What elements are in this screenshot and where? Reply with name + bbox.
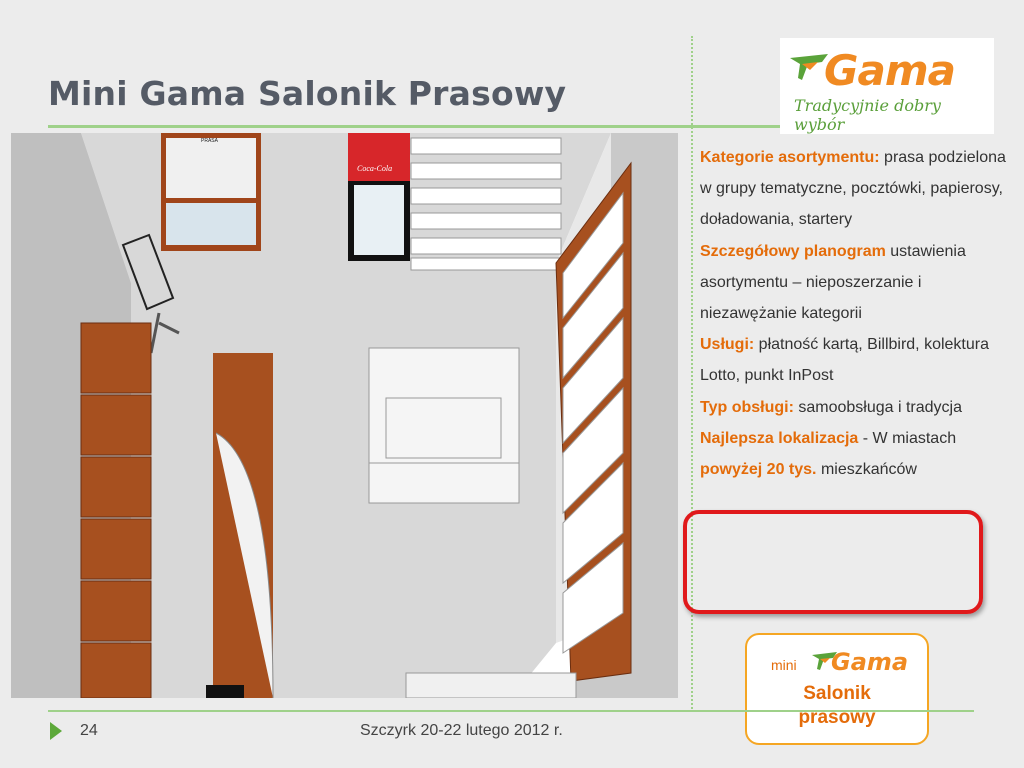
para-service-type: Typ obsługi: samoobsługa i tradycja <box>700 392 1020 423</box>
text-service-type: samoobsługa i tradycja <box>793 398 963 416</box>
para-categories: Kategorie asortymentu: prasa podzielona … <box>700 142 1020 236</box>
mini-gama-badge: mini Gama Salonik prasowy <box>745 633 929 745</box>
description-text: Kategorie asortymentu: prasa podzielona … <box>700 142 1020 485</box>
label-services: Usługi: <box>700 336 755 354</box>
para-location: Najlepsza lokalizacja - W miastach powyż… <box>700 423 1020 485</box>
vertical-divider <box>691 36 693 712</box>
text-location-2: mieszkańców <box>816 461 917 479</box>
slide-title: Mini Gama Salonik Prasowy <box>48 74 567 113</box>
gama-check-icon <box>812 652 837 670</box>
badge-line-1: Salonik <box>803 683 871 704</box>
store-planogram-image: PRASA Coca-Cola <box>11 133 678 699</box>
gama-logo: Gama Tradycyjnie dobry wybór <box>780 38 994 134</box>
page-number: 24 <box>80 722 98 739</box>
play-arrow-icon <box>50 722 62 740</box>
text-services: płatność kartą, Billbird, kolektura Lott… <box>700 336 989 385</box>
label-location: Najlepsza lokalizacja <box>700 429 859 447</box>
logo-wordmark: Gama <box>824 46 956 95</box>
text-location-1: - W miastach <box>858 429 957 447</box>
label-service-type: Typ obsługi: <box>700 398 794 416</box>
badge-line-2: prasowy <box>798 707 876 728</box>
fridge-brand: Coca-Cola <box>357 164 392 173</box>
logo-tagline: Tradycyjnie dobry wybór <box>794 96 941 134</box>
para-planogram: Szczegółowy planogram ustawienia asortym… <box>700 236 1020 330</box>
label-planogram: Szczegółowy planogram <box>700 242 886 260</box>
gama-check-icon <box>790 54 828 80</box>
shelf-sign: PRASA <box>201 138 219 144</box>
footer-text: Szczyrk 20-22 lutego 2012 r. <box>360 722 563 739</box>
badge-mini: mini <box>771 657 797 673</box>
para-services: Usługi: płatność kartą, Billbird, kolekt… <box>700 329 1020 391</box>
title-divider <box>48 125 788 128</box>
label-categories: Kategorie asortymentu: <box>700 149 880 166</box>
location-highlight-frame <box>683 510 983 614</box>
text-planogram: ustawienia asortymentu – nieposzerzanie … <box>700 242 966 323</box>
footer-divider <box>48 710 974 712</box>
badge-gama: Gama <box>831 648 909 676</box>
text-categories: prasa podzielona w grupy tematyczne, poc… <box>700 149 1006 229</box>
label-population: powyżej 20 tys. <box>700 461 817 479</box>
